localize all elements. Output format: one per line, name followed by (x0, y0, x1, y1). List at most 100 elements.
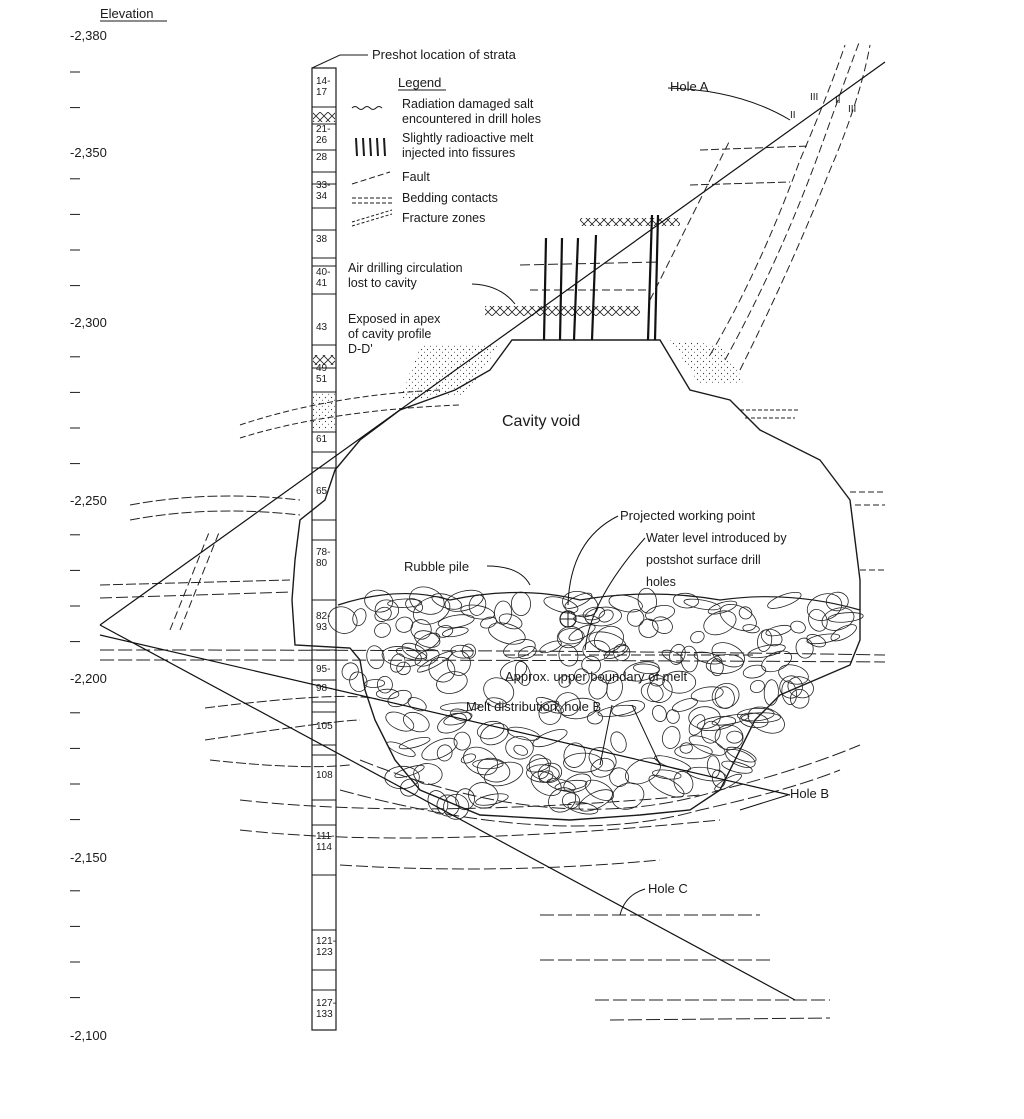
rubble-fragment (574, 668, 590, 685)
rubble-fragment (440, 702, 481, 712)
rubble-fragment (453, 731, 471, 751)
rubble-fragment (594, 625, 624, 653)
rubble-fragment (431, 593, 463, 610)
rubble-fragment (505, 736, 534, 760)
hole-a-line (99, 61, 886, 626)
rubble-fragment (806, 593, 843, 621)
hole-b-label: Hole B (790, 786, 829, 801)
rubble-fragment (578, 789, 614, 812)
rubble-fragment (647, 678, 673, 703)
rubble-fragment (714, 686, 735, 709)
rubble-fragment (405, 598, 423, 614)
elevation-tick-label: -2,380 (70, 28, 107, 43)
fracture-zones-symbol (351, 209, 393, 227)
rubble-fragment (374, 606, 392, 622)
rubble-fragment (679, 742, 693, 754)
rubble-fragment (738, 606, 753, 620)
rubble-fragment (742, 624, 760, 634)
rubble-fragment (517, 646, 537, 660)
fracture-zone (580, 218, 680, 226)
rubble-fragment (757, 629, 773, 652)
strata-unit-label: 61 (316, 434, 328, 445)
strata-unit-label: 98 (316, 683, 328, 694)
rubble-fragment (483, 677, 515, 705)
rubble-fragment (778, 664, 809, 685)
rubble-pile-top (337, 591, 861, 611)
rubble-fragment (401, 642, 428, 660)
rubble-fragment (381, 646, 422, 668)
rubble-fragment (669, 643, 686, 665)
strata-unit-label: 105 (316, 721, 333, 732)
rubble-fragment (563, 742, 586, 768)
elevation-axis-title: Elevation (100, 6, 153, 21)
rubble-fragment (581, 655, 601, 675)
rubble-fragment (562, 792, 580, 809)
rubble-fragment (645, 605, 676, 622)
rubble-fragment (385, 711, 415, 732)
rubble-fragment (514, 661, 531, 686)
rubble-fragment (558, 675, 572, 688)
rubble-fragment (555, 692, 581, 717)
rubble-fragment (747, 706, 785, 734)
rubble-fragment (714, 724, 744, 751)
rubble-fragment (674, 744, 713, 760)
rubble-fragment (546, 778, 576, 792)
elevation-tick-label: -2,150 (70, 850, 107, 865)
rubble-fragment (741, 712, 781, 724)
rubble-fragment (395, 616, 414, 633)
rubble-fragment (463, 746, 499, 776)
rubble-fragment (737, 707, 775, 722)
rubble-fragment (588, 631, 627, 653)
rubble-fragment (609, 767, 629, 787)
radiation-damaged-salt-symbol (351, 106, 383, 110)
rubble-fragment (409, 586, 445, 615)
rubble-fragment (652, 769, 682, 780)
rubble-fragment (436, 794, 460, 817)
rubble-fragment (711, 683, 740, 709)
rubble-fragment (407, 697, 427, 712)
rubble-fragment (633, 663, 660, 675)
rubble-fragment (468, 782, 499, 809)
rubble-fragment (435, 625, 454, 638)
leader-lines (471, 87, 791, 916)
elevation-tick-label: -2,100 (70, 1028, 107, 1043)
rubble-fragment (421, 737, 458, 761)
rubble-fragment (721, 760, 753, 774)
legend-item-label: Fault (402, 170, 430, 184)
rubble-fragment (779, 675, 803, 699)
rubble-fragment (476, 757, 511, 783)
rubble-fragment (526, 758, 552, 773)
rubble-fragment (623, 661, 660, 682)
hole-c-line (99, 624, 796, 1001)
rubble-fragment (415, 632, 441, 652)
bedding-contacts-symbol (352, 197, 392, 204)
melt-distribution-label: Melt distribution, hole B (466, 699, 601, 714)
rubble-fragment (625, 757, 661, 785)
rubble-fragment (364, 589, 394, 613)
rubble-fragment (673, 770, 694, 795)
rubble-fragment (666, 709, 680, 724)
melt-boundary-label: Approx. upper boundary of melt (505, 669, 687, 684)
fault-mark: III (848, 104, 856, 115)
rubble-fragment (427, 790, 449, 815)
rubble-fragment (830, 624, 857, 642)
melt-fissures (542, 214, 660, 341)
rubble-fragment (444, 589, 484, 612)
rubble-fragment (498, 613, 523, 630)
rubble-fragment (719, 603, 757, 632)
rubble-fragment (827, 612, 864, 623)
rubble-fragment (703, 610, 737, 636)
rubble-fragment (726, 746, 757, 763)
strata-unit-label: 40-41 (316, 267, 330, 289)
rubble-fragment (327, 606, 358, 634)
rubble-fragment (539, 640, 562, 654)
rubble-fragment (765, 624, 792, 637)
rubble-fragment (821, 607, 855, 631)
rubble-fragment (468, 594, 487, 616)
rubble-fragment (640, 682, 664, 703)
rubble-fragment (402, 711, 430, 733)
